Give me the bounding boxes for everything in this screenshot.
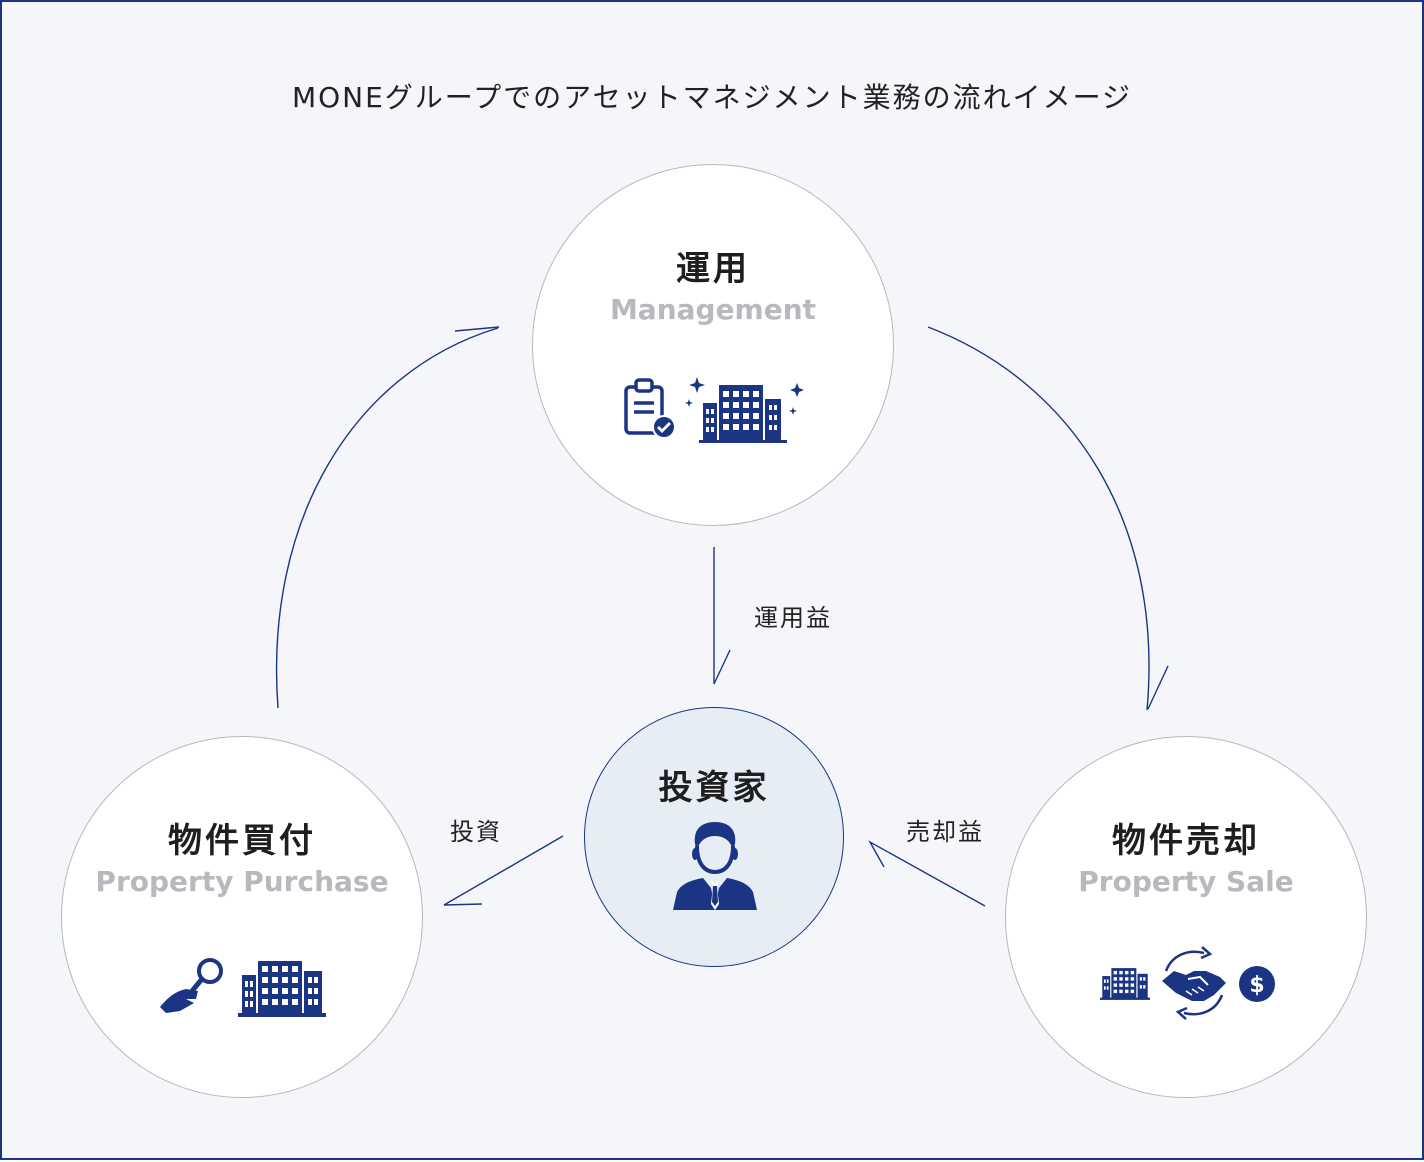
- flow-label-investment: 投資: [450, 818, 502, 846]
- node-management: 運用 Management: [532, 164, 894, 526]
- node-management-title: 運用: [676, 249, 750, 289]
- node-sale: 物件売却 Property Sale: [1005, 736, 1367, 1098]
- handshake-cycle-icon: [1162, 946, 1226, 1020]
- arrow-purchase-to-management: [275, 327, 499, 709]
- node-purchase-subtitle: Property Purchase: [95, 865, 389, 898]
- node-sale-title: 物件売却: [1112, 821, 1260, 861]
- hand-magnifier-icon: [160, 958, 223, 1013]
- node-investor-title: 投資家: [658, 768, 770, 808]
- arrow-management-to-sale: [927, 326, 1150, 711]
- node-investor: 投資家: [584, 707, 844, 967]
- flow-label-sale-income: 売却益: [906, 818, 984, 846]
- building-icon: [1100, 968, 1150, 1000]
- arrowhead-management-to-sale: [1147, 665, 1169, 710]
- diagram-title: MONEグループでのアセットマネジメント業務の流れイメージ: [291, 81, 1133, 114]
- node-sale-subtitle: Property Sale: [1078, 865, 1294, 898]
- sparkling-building-icon: [685, 377, 804, 443]
- svg-text:$: $: [1249, 973, 1264, 998]
- clipboard-check-icon: [624, 378, 676, 439]
- arrow-investor-to-purchase: [443, 835, 564, 906]
- arrowhead-management-to-investor: [713, 649, 731, 685]
- node-purchase-title: 物件買付: [168, 821, 316, 861]
- building-icon: [238, 961, 326, 1017]
- node-purchase: 物件買付 Property Purchase: [61, 736, 423, 1098]
- arrow-sale-to-investor: [868, 840, 986, 907]
- dollar-coin-icon: $: [1239, 966, 1275, 1002]
- arrowhead-purchase-to-management: [454, 326, 500, 332]
- node-management-subtitle: Management: [609, 293, 817, 326]
- businessman-icon: [673, 822, 757, 910]
- flow-label-operating-income: 運用益: [754, 604, 832, 632]
